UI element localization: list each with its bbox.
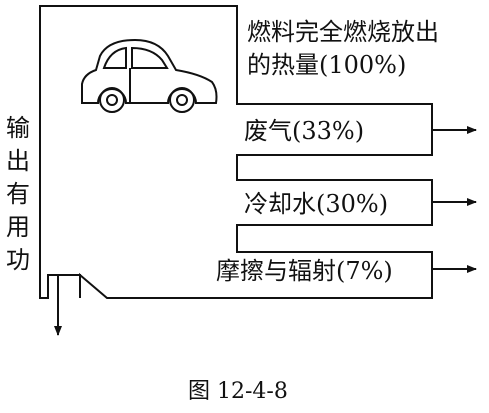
total-energy-label-line1: 燃料完全燃烧放出: [247, 18, 439, 46]
useful-work-char-1: 输: [6, 114, 30, 142]
useful-work-char-4: 用: [6, 213, 30, 241]
total-energy-label-line2: 的热量(100%): [247, 51, 406, 79]
car-icon: [81, 38, 218, 113]
cooling-water-label: 冷却水(30%): [244, 190, 388, 218]
flow-outline: [39, 5, 433, 299]
friction-radiation-label: 摩擦与辐射(7%): [216, 257, 393, 285]
useful-work-char-3: 有: [6, 180, 30, 208]
exhaust-label: 废气(33%): [244, 117, 364, 145]
figure-caption: 图 12-4-8: [188, 379, 288, 404]
useful-work-char-2: 出: [6, 147, 30, 175]
useful-work-char-5: 功: [6, 246, 30, 274]
